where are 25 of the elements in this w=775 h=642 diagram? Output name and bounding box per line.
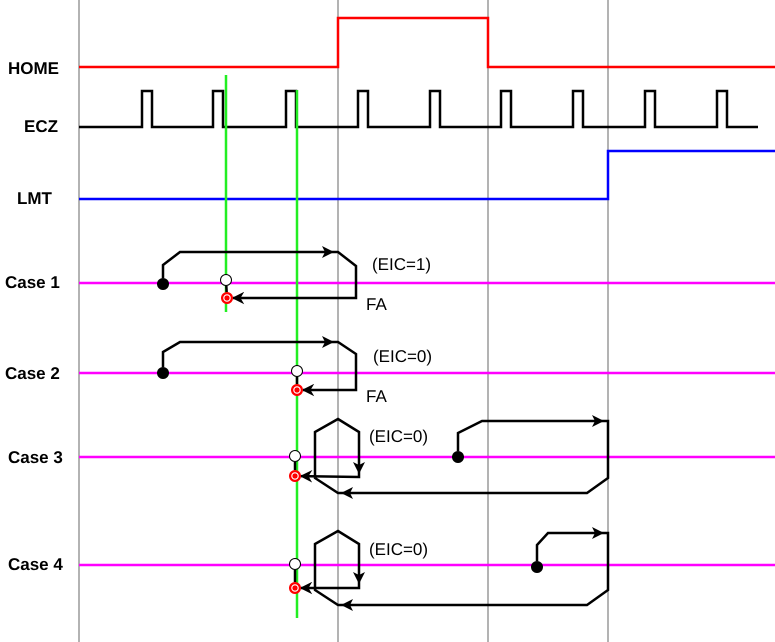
start-dot — [157, 278, 169, 290]
start-dot — [531, 561, 543, 573]
signal-name: ECZ — [24, 118, 58, 135]
condition-label: (EIC=1) — [372, 256, 432, 273]
condition-label: (EIC=0) — [373, 348, 432, 365]
end-label: FA — [366, 296, 387, 313]
signal-name: LMT — [17, 190, 52, 207]
open-circle — [289, 558, 301, 570]
start-dot — [452, 451, 464, 463]
case-name: Case 4 — [8, 556, 63, 573]
target-circle — [221, 292, 233, 304]
signal-name: HOME — [8, 60, 59, 77]
open-circle — [291, 365, 303, 377]
case-name: Case 3 — [8, 449, 63, 466]
condition-label: (EIC=0) — [369, 541, 428, 558]
end-label: FA — [366, 388, 387, 405]
condition-label: (EIC=0) — [369, 428, 428, 445]
target-circle — [289, 582, 301, 594]
target-circle — [291, 384, 303, 396]
start-dot — [157, 367, 169, 379]
target-circle — [289, 470, 301, 482]
open-circle — [289, 450, 301, 462]
open-circle — [220, 274, 232, 286]
case-name: Case 2 — [5, 365, 60, 382]
case-name: Case 1 — [5, 274, 60, 291]
